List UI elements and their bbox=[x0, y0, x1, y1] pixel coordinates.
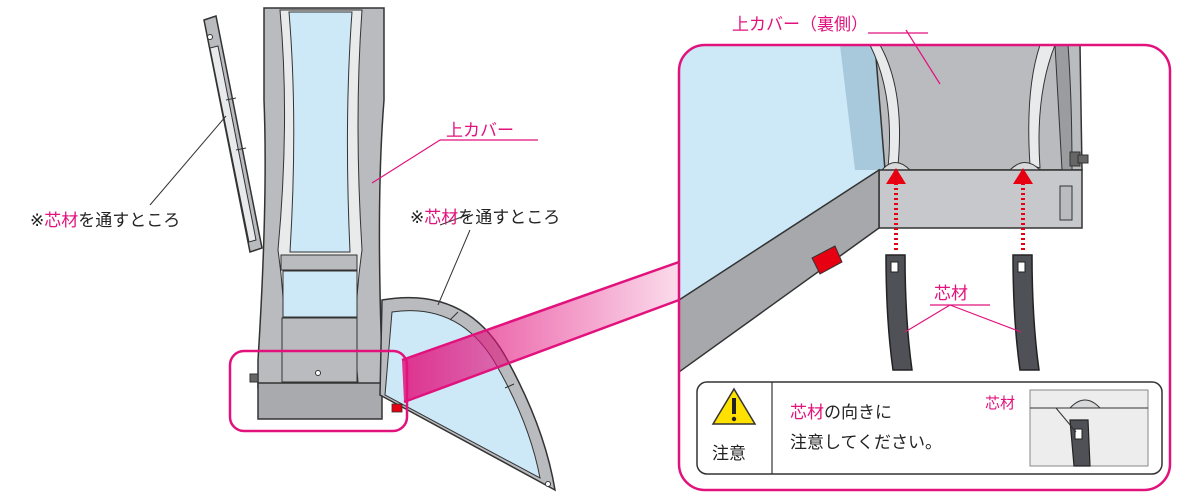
red-marker-detail bbox=[811, 245, 843, 275]
label-upper-cover-back: 上カバー（裏側） bbox=[732, 14, 868, 35]
label-core-material: 芯材 bbox=[934, 284, 968, 304]
label-thread-left: ※芯材を通すところ bbox=[30, 211, 180, 231]
upper-cover-front bbox=[249, 7, 391, 420]
detail-frame bbox=[677, 43, 1172, 492]
caution-inset-label: 芯材 bbox=[985, 394, 1015, 412]
label-upper-cover: 上カバー bbox=[446, 121, 514, 141]
insert-arrow-left bbox=[886, 168, 906, 184]
zoom-source-highlight bbox=[228, 349, 409, 433]
caution-line-1: 芯材の向きに bbox=[790, 403, 892, 423]
red-marker bbox=[391, 403, 403, 413]
leader-lines bbox=[149, 115, 471, 306]
zoom-beam bbox=[402, 262, 679, 402]
core-material-right bbox=[1012, 254, 1040, 371]
caution-title: 注意 bbox=[712, 444, 746, 464]
left-side-panel bbox=[203, 15, 263, 253]
label-thread-right: ※芯材を通すところ bbox=[410, 208, 560, 228]
caution-line-2: 注意してください。 bbox=[790, 433, 942, 453]
core-material-left bbox=[885, 254, 913, 371]
caution-box bbox=[696, 381, 1163, 475]
core-material-inset bbox=[1069, 419, 1091, 467]
insert-arrow-right bbox=[1013, 168, 1033, 184]
pink-leader-lines bbox=[371, 29, 1022, 333]
